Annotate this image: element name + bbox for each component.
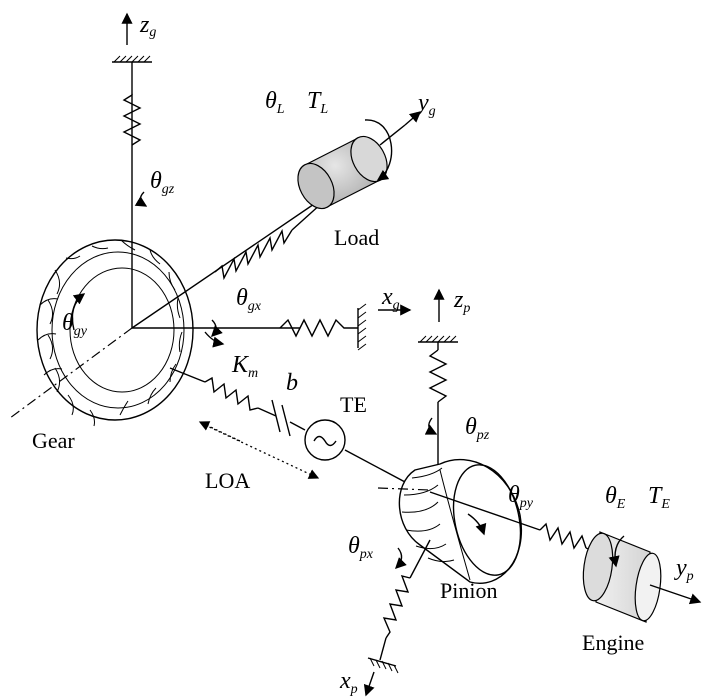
engine-cylinder (582, 531, 662, 623)
xp-axis-arrow (363, 671, 375, 697)
yp-axis-arrow (649, 584, 702, 605)
gear-wheel (36, 239, 194, 427)
load-rotation-arrow (364, 119, 393, 181)
label-loa: LOA (205, 468, 250, 493)
theta-gz-arrow (134, 191, 148, 207)
label-engine: Engine (582, 630, 644, 655)
loa-arrow (204, 424, 320, 479)
theta-gx-arrow (211, 319, 223, 337)
theta-gy-arrow (71, 293, 86, 331)
theta-pz-arrow (424, 417, 438, 435)
engine-spring (539, 522, 587, 550)
label-zp: zp (453, 287, 470, 316)
pinion-z-spring (418, 335, 458, 470)
pinion-x-spring (382, 574, 411, 639)
label-theta-gz: θgz (150, 168, 175, 197)
label-pinion: Pinion (440, 578, 497, 603)
damper-plate-2 (281, 404, 291, 437)
label-zg: zg (139, 12, 156, 40)
gear-z-spring (112, 55, 152, 328)
theta-px-arrow (395, 547, 407, 569)
label-theta-gy: θgy (62, 310, 88, 339)
label-load: Load (334, 225, 379, 250)
load-spring (214, 228, 293, 281)
te-source (304, 419, 346, 461)
pinion-center-line (377, 487, 431, 491)
gear-center-line (9, 327, 133, 419)
gear-x-spring (279, 318, 358, 338)
label-T-E: TE (648, 483, 670, 512)
theta-py-arrow (467, 513, 487, 536)
load-shaft (379, 124, 406, 146)
label-Km: Km (231, 352, 258, 381)
label-theta-py: θpy (508, 482, 534, 511)
pinion-cone (398, 459, 523, 584)
label-theta-E: θE (605, 483, 626, 512)
label-te: TE (340, 392, 367, 417)
label-theta-px: θpx (348, 533, 374, 562)
label-theta-gx: θgx (236, 285, 262, 314)
mesh-spring-Km (204, 376, 259, 411)
label-xg: xg (381, 284, 400, 313)
label-gear: Gear (32, 428, 75, 453)
yg-axis-arrow (404, 111, 422, 126)
label-theta-pz: θpz (465, 414, 490, 443)
load-cylinder (297, 135, 388, 210)
label-xp: xp (339, 668, 358, 697)
label-yp: yp (674, 555, 694, 584)
gear-y-shaft (131, 199, 321, 329)
label-b: b (286, 370, 298, 396)
engine-rotation-arrow (608, 535, 625, 568)
label-yg: yg (416, 90, 436, 119)
label-theta-L: θL (265, 88, 285, 117)
damper-plate-1 (271, 399, 281, 433)
mesh-rotation-arrow (204, 331, 225, 348)
label-T-L: TL (307, 88, 328, 117)
